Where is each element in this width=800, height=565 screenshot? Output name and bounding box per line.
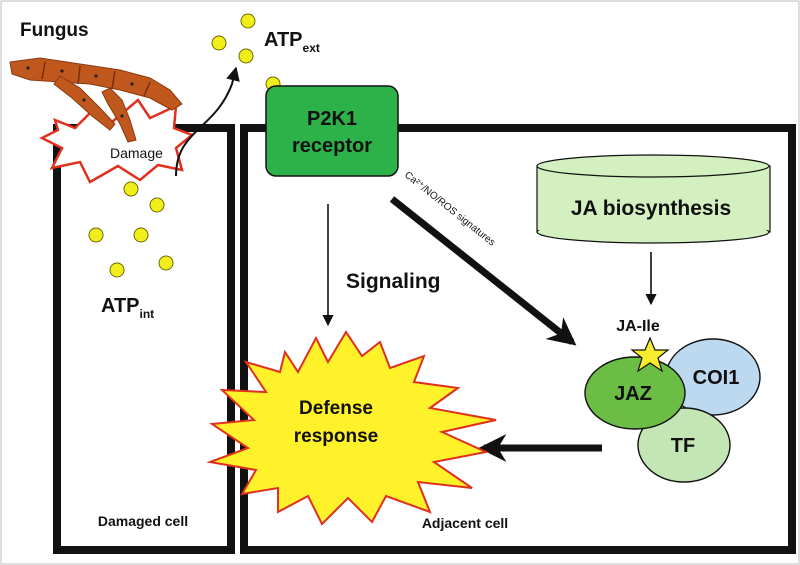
- signaling-diagonal-arrow: [389, 196, 577, 346]
- defense-response-burst: [206, 330, 497, 526]
- atp-release-arrow: [175, 66, 240, 177]
- atp-ext-molecules: [211, 13, 281, 92]
- coi1-label: COI1: [693, 367, 740, 389]
- ja-ile-star: [630, 336, 670, 373]
- jaz-label: JAZ: [614, 383, 652, 405]
- signaling-label: Signaling: [346, 270, 441, 293]
- fungus-label: Fungus: [20, 20, 89, 41]
- damaged-cell-label: Damaged cell: [98, 513, 188, 529]
- defense-label-line1: Defense: [299, 398, 373, 419]
- tf-label: TF: [671, 435, 695, 457]
- adjacent-cell-box: [240, 124, 796, 554]
- ja-ile-label: JA-Ile: [616, 318, 660, 335]
- tf-ellipse: [637, 407, 731, 483]
- ja-biosynthesis-label: JA biosynthesis: [571, 197, 731, 220]
- receptor-label-line1: P2K1: [307, 108, 357, 130]
- ja-biosynthesis: [536, 154, 771, 244]
- atp-int-molecules: [88, 181, 174, 278]
- defense-label-line2: response: [294, 426, 378, 447]
- fungus-hyphae: [9, 57, 183, 143]
- p2k1-receptor: [265, 85, 399, 177]
- adjacent-cell-label: Adjacent cell: [422, 515, 508, 531]
- receptor-label-line2: receptor: [292, 135, 372, 157]
- damage-label: Damage: [110, 145, 163, 161]
- atp-ext-label: ATPext: [264, 29, 320, 55]
- atp-int-label: ATPint: [101, 295, 154, 321]
- jaz-ellipse: [584, 356, 686, 430]
